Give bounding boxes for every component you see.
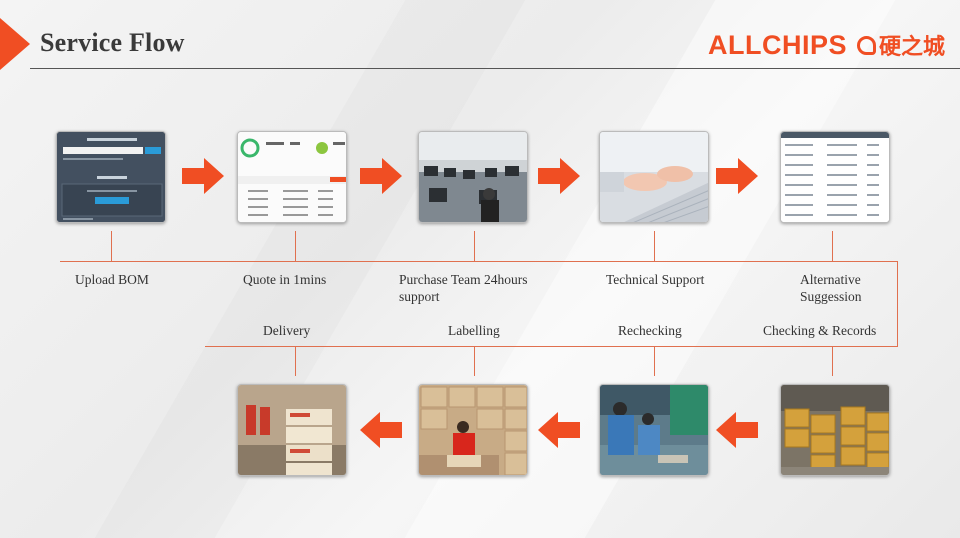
logo-cn-group: 硬之城 bbox=[857, 29, 945, 61]
checking-records-image bbox=[780, 384, 890, 476]
logo-text-cn: 硬之城 bbox=[879, 35, 946, 60]
arrow-right-icon bbox=[182, 158, 224, 194]
connector-line bbox=[295, 231, 296, 261]
step-label-checking-records: Checking & Records bbox=[763, 323, 877, 338]
arrow-right-icon bbox=[538, 158, 580, 194]
connector-line bbox=[474, 231, 475, 261]
arrow-right-icon bbox=[716, 158, 758, 194]
step-label-labelling: Labelling bbox=[448, 323, 500, 338]
delivery-image bbox=[237, 384, 347, 476]
title-divider bbox=[30, 68, 960, 69]
connector-line bbox=[654, 346, 655, 376]
step-label-purchase-team: Purchase Team 24hours support bbox=[399, 272, 528, 304]
logo-mark-icon bbox=[857, 35, 876, 55]
typing-hands-photo-icon bbox=[600, 132, 708, 222]
step-label-rechecking: Rechecking bbox=[618, 323, 682, 338]
slide-title: Service Flow bbox=[40, 28, 185, 57]
connector-line bbox=[654, 231, 655, 261]
arrow-left-icon bbox=[538, 412, 580, 448]
warehouse-photo-icon bbox=[781, 385, 889, 475]
timeline-turn bbox=[897, 261, 898, 347]
step-label-technical-support: Technical Support bbox=[606, 272, 705, 287]
timeline-top bbox=[60, 261, 898, 262]
step-label-quote: Quote in 1mins bbox=[243, 272, 327, 287]
quote-image bbox=[237, 131, 347, 223]
brand-logo: ALLCHIPS 硬之城 bbox=[708, 29, 945, 61]
connector-line bbox=[474, 346, 475, 376]
arrow-right-icon bbox=[360, 158, 402, 194]
purchase-team-image bbox=[418, 131, 528, 223]
connector-line bbox=[832, 346, 833, 376]
connector-line bbox=[295, 346, 296, 376]
rechecking-photo-icon bbox=[600, 385, 708, 475]
connector-line bbox=[832, 231, 833, 261]
technical-support-image bbox=[599, 131, 709, 223]
logo-text-en: ALLCHIPS bbox=[708, 29, 847, 60]
labelling-photo-icon bbox=[419, 385, 527, 475]
corner-accent bbox=[0, 18, 30, 70]
step-label-delivery: Delivery bbox=[263, 323, 311, 338]
upload-bom-image bbox=[56, 131, 166, 223]
rechecking-image bbox=[599, 384, 709, 476]
step-label-upload-bom: Upload BOM bbox=[75, 272, 149, 287]
upload-bom-screenshot-icon bbox=[57, 132, 165, 222]
quote-dashboard-screenshot-icon bbox=[238, 132, 346, 222]
connector-line bbox=[111, 231, 112, 261]
labelling-image bbox=[418, 384, 528, 476]
timeline-bottom bbox=[205, 346, 898, 347]
alternative-list-screenshot-icon bbox=[781, 132, 889, 222]
alternative-suggestion-image bbox=[780, 131, 890, 223]
arrow-left-icon bbox=[360, 412, 402, 448]
delivery-photo-icon bbox=[238, 385, 346, 475]
arrow-left-icon bbox=[716, 412, 758, 448]
office-photo-icon bbox=[419, 132, 527, 222]
step-label-alternative: Alternative Suggession bbox=[800, 272, 862, 304]
